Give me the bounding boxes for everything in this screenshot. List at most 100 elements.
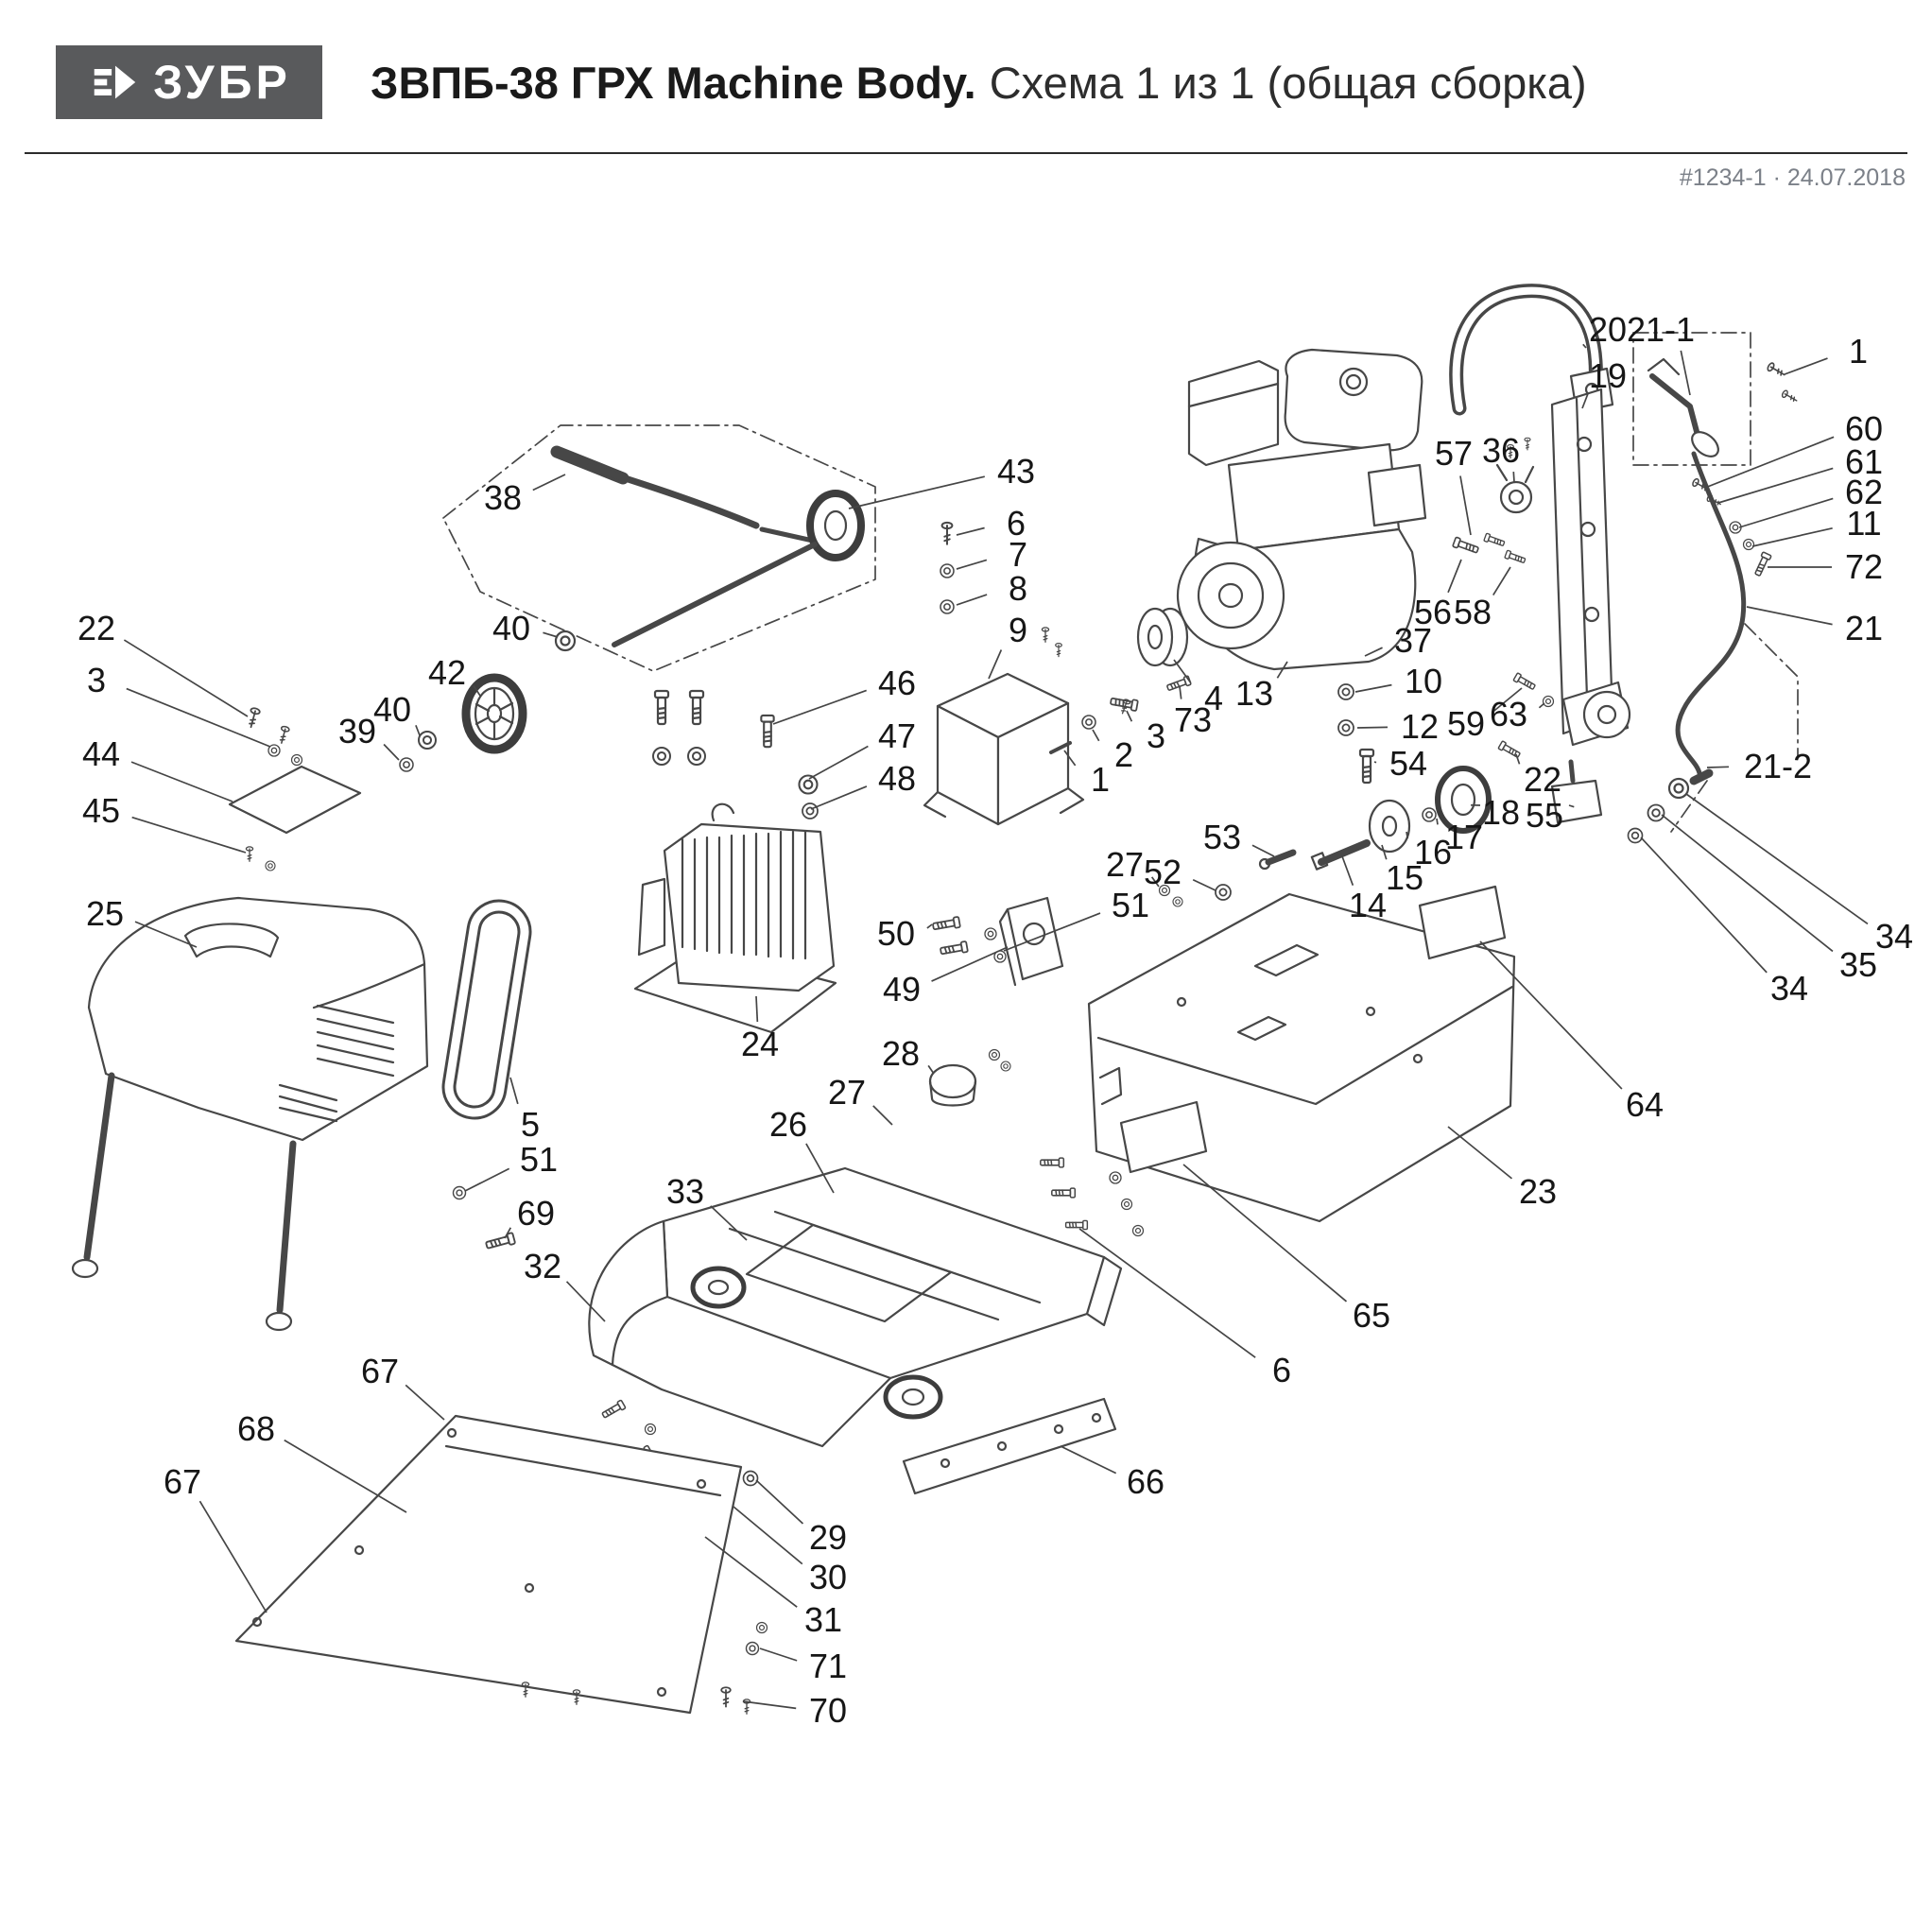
leader-line-22 bbox=[123, 639, 249, 717]
engine bbox=[1136, 348, 1427, 694]
leader-line-51 bbox=[464, 1167, 510, 1192]
leader-line-49 bbox=[931, 946, 1009, 982]
leader-lines bbox=[123, 343, 1869, 1710]
leader-line-53 bbox=[1251, 844, 1275, 857]
leader-line-27 bbox=[872, 1105, 893, 1126]
leader-line-35 bbox=[1661, 814, 1834, 953]
leader-line-66 bbox=[1060, 1445, 1117, 1475]
leader-line-37 bbox=[1364, 647, 1383, 657]
leader-line-48 bbox=[810, 785, 868, 810]
leader-line-15 bbox=[1381, 844, 1388, 860]
leader-line-11 bbox=[1751, 526, 1833, 547]
leader-line-55 bbox=[1568, 804, 1575, 808]
leader-line-61 bbox=[1717, 467, 1834, 504]
v-belt bbox=[441, 899, 532, 1120]
leader-line-43 bbox=[848, 475, 985, 509]
leader-line-67 bbox=[198, 1500, 267, 1613]
leader-line-29 bbox=[755, 1479, 804, 1525]
leader-line-25 bbox=[134, 921, 198, 948]
leader-line-6 bbox=[956, 526, 985, 536]
leader-line-71 bbox=[759, 1647, 798, 1662]
leader-line-9 bbox=[988, 649, 1003, 680]
leader-line-31 bbox=[704, 1536, 798, 1608]
leader-line-64 bbox=[1479, 940, 1623, 1090]
handle-column bbox=[1337, 388, 1631, 785]
leader-line-10 bbox=[1354, 683, 1392, 693]
leader-line-13 bbox=[1276, 661, 1288, 679]
leader-line-27 bbox=[1150, 876, 1160, 888]
leader-line-60 bbox=[1704, 436, 1835, 489]
leader-line-40 bbox=[415, 725, 421, 736]
motor-bolts bbox=[652, 689, 819, 819]
leader-line-38 bbox=[532, 474, 566, 492]
page-subtitle: Схема 1 из 1 (общая сборка) bbox=[989, 58, 1587, 108]
logo-text: ЗУБР bbox=[153, 56, 291, 109]
leader-line-36 bbox=[1512, 472, 1515, 483]
leader-line-28 bbox=[927, 1064, 935, 1075]
leader-line-42 bbox=[473, 685, 481, 697]
leader-line-52 bbox=[1192, 878, 1216, 891]
leader-line-33 bbox=[710, 1205, 748, 1241]
leader-line-12 bbox=[1356, 726, 1389, 729]
leader-line-73 bbox=[1179, 685, 1182, 699]
leader-line-20 bbox=[1582, 343, 1587, 349]
base-plate bbox=[452, 1166, 1123, 1549]
leader-line-7 bbox=[956, 559, 988, 570]
handle-bar-assembly bbox=[399, 424, 876, 772]
belt-cover bbox=[71, 896, 429, 1332]
leader-line-17 bbox=[1436, 818, 1439, 825]
leader-line-2 bbox=[1092, 729, 1100, 742]
leader-line-54 bbox=[1373, 761, 1377, 764]
leader-line-32 bbox=[565, 1281, 606, 1322]
mounting-strip bbox=[902, 1397, 1117, 1495]
upper-plate bbox=[1040, 885, 1516, 1237]
leader-line-6 bbox=[1078, 1228, 1256, 1358]
leader-line-65 bbox=[1182, 1164, 1348, 1302]
leader-line-58 bbox=[1492, 566, 1511, 596]
leader-line-56 bbox=[1447, 559, 1462, 594]
leader-line-62 bbox=[1738, 497, 1834, 528]
leader-line-51 bbox=[1003, 912, 1101, 952]
leader-line-21 bbox=[1746, 606, 1833, 626]
leader-line-23 bbox=[1447, 1126, 1513, 1180]
leader-line-8 bbox=[956, 594, 988, 606]
leader-line-46 bbox=[772, 689, 867, 725]
driven-pulley-group bbox=[1258, 759, 1690, 871]
leader-line-1 bbox=[1784, 357, 1828, 375]
throttle-lever bbox=[1632, 332, 1800, 833]
leader-line-69 bbox=[504, 1227, 512, 1239]
leader-line-21-1 bbox=[1680, 350, 1691, 396]
leader-line-63 bbox=[1538, 702, 1545, 709]
header-divider bbox=[25, 152, 1907, 154]
leader-line-26 bbox=[805, 1143, 835, 1194]
paving-pad bbox=[234, 1414, 768, 1715]
cover-box bbox=[923, 521, 1139, 826]
leader-line-4 bbox=[1173, 659, 1192, 683]
leader-line-40 bbox=[543, 631, 559, 638]
zubr-logo: ЗУБР bbox=[56, 45, 322, 119]
zubr-logo-icon bbox=[94, 65, 136, 99]
leader-line-16 bbox=[1406, 831, 1409, 839]
leader-line-57 bbox=[1459, 475, 1472, 536]
leader-line-3 bbox=[1126, 710, 1133, 722]
leader-line-59 bbox=[1492, 687, 1523, 713]
leader-line-1 bbox=[1063, 750, 1077, 767]
leader-line-47 bbox=[808, 745, 869, 780]
leader-line-68 bbox=[284, 1439, 407, 1513]
page-title-line: ЗВПБ-38 ГРХ Machine Body. Схема 1 из 1 (о… bbox=[371, 57, 1587, 109]
leader-line-50 bbox=[926, 923, 933, 929]
leader-line-21-2 bbox=[1706, 766, 1730, 768]
leader-line-45 bbox=[131, 816, 247, 854]
leader-line-34 bbox=[1640, 837, 1768, 974]
leader-line-14 bbox=[1341, 855, 1354, 886]
doc-reference: #1234-1 · 24.07.2018 bbox=[1679, 164, 1906, 191]
leader-line-5 bbox=[509, 1077, 519, 1105]
leader-line-22 bbox=[1515, 753, 1521, 765]
leader-line-44 bbox=[130, 761, 233, 802]
leader-line-30 bbox=[733, 1506, 803, 1565]
leader-line-67 bbox=[405, 1384, 445, 1421]
leader-line-24 bbox=[755, 995, 759, 1023]
page-title: ЗВПБ-38 ГРХ Machine Body. bbox=[371, 58, 976, 108]
